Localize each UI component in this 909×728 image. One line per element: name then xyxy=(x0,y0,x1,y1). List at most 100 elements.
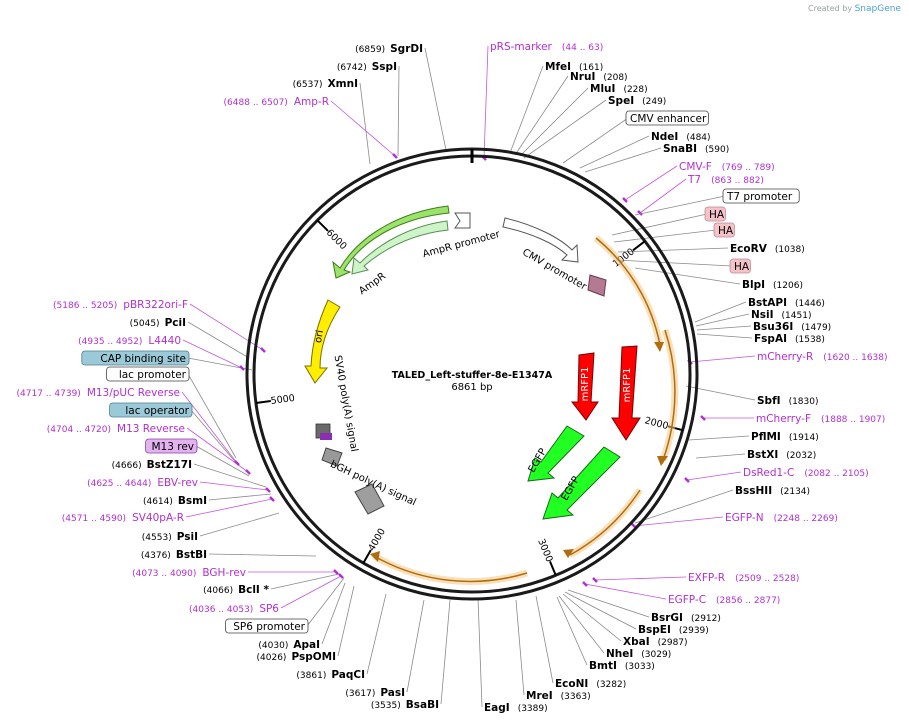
feature-label-cmv-promoter: CMV promoter xyxy=(520,247,589,293)
site-box xyxy=(713,222,735,238)
site-box xyxy=(729,258,751,274)
site-label: MfeI (161) xyxy=(545,61,603,73)
site-name: XbaI xyxy=(623,636,650,648)
site-name: DsRed1-C xyxy=(743,467,794,479)
site-box xyxy=(625,110,709,126)
site-exfp-r: EXFP-R(2509 .. 2528) xyxy=(688,572,799,584)
primer-mark xyxy=(700,415,706,421)
primer-mark xyxy=(234,460,240,466)
site-label: (4625 .. 4644)EBV-rev xyxy=(87,477,198,489)
site-label: (6537) XmnI xyxy=(293,78,358,90)
feature-label-ori: ori xyxy=(313,329,326,344)
leader-line xyxy=(195,445,250,477)
primer-mark xyxy=(582,581,588,587)
site-m13-rev: M13 rev xyxy=(145,438,198,454)
site-name: pRS-marker xyxy=(490,41,553,53)
site-label: HA xyxy=(734,261,750,273)
site-position: (4376) xyxy=(141,551,171,561)
site-position: (228) xyxy=(623,85,647,95)
site-label: EagI(3389) xyxy=(484,702,548,714)
site-name: BssHII xyxy=(735,485,772,497)
leader-line xyxy=(187,321,250,359)
site-name: BGH-rev xyxy=(202,567,246,579)
leader-line xyxy=(199,512,280,537)
site-label: FspAI(1538) xyxy=(754,333,825,345)
site-bsshii: BssHII(2134) xyxy=(735,485,810,497)
site-label: NsiI(1451) xyxy=(751,309,811,321)
site-amp-r: (6488 .. 6507)Amp-R xyxy=(224,96,329,108)
snapgene-logo: SnapGene xyxy=(854,4,901,14)
site-position: (3861) xyxy=(296,671,326,681)
site-name: MfeI xyxy=(545,61,571,73)
site-dsred1-c: DsRed1-C(2082 .. 2105) xyxy=(743,467,869,479)
site-label: lac operator xyxy=(125,405,189,417)
site-l4440: (4935 .. 4952)L4440 xyxy=(78,335,181,347)
site-name: NheI xyxy=(606,648,633,660)
site-pasi: (3617)PasI xyxy=(345,687,405,699)
site-label: SbfI(1830) xyxy=(757,395,819,407)
site-mlui: MluI(228) xyxy=(590,83,648,95)
site-label: (6488 .. 6507)Amp-R xyxy=(224,96,329,108)
site-lac-operator: lac operator xyxy=(109,402,193,418)
site-name: BstZ17I xyxy=(147,459,192,471)
site-m13-puc-reverse: (4717 .. 4739)M13/pUC Reverse xyxy=(17,387,180,399)
site-bcli: (4066)BclI * xyxy=(203,584,269,596)
site-position: (4073 .. 4090) xyxy=(132,569,196,579)
site-name: XmnI xyxy=(328,78,358,90)
site-egfp-c: EGFP-C (2856 .. 2877) xyxy=(668,594,780,606)
site-mcherry-f: mCherry-F(1888 .. 1907) xyxy=(756,413,885,425)
primer-mark xyxy=(265,487,271,493)
site-position: (6537) xyxy=(293,80,323,90)
tick-mark xyxy=(632,240,646,252)
site-position: (249) xyxy=(642,97,666,107)
site-position: (1830) xyxy=(789,397,819,407)
leader-line xyxy=(199,481,269,491)
leader-line xyxy=(562,117,629,164)
leader-line xyxy=(366,593,387,675)
leader-line xyxy=(514,75,569,156)
site-position: (3029) xyxy=(641,650,671,660)
site-cap-binding-site: CAP binding site xyxy=(81,350,190,366)
leader-line xyxy=(535,595,554,684)
feature-label-mrfp1: mRFP1 xyxy=(580,367,591,402)
leader-line xyxy=(359,82,371,165)
primer-mark xyxy=(269,496,275,502)
site-label: (6742) SspI xyxy=(337,61,397,73)
site-position: (2032) xyxy=(786,451,816,461)
tick-mark xyxy=(549,561,557,576)
site-position: (4614) xyxy=(143,497,173,507)
site-bsrgi: BsrGI(2912) xyxy=(651,612,721,624)
site-name: EGFP-C xyxy=(668,594,706,606)
site-lac-promoter: lac promoter xyxy=(106,366,190,382)
site-box xyxy=(106,366,190,382)
site-label: XbaI(2987) xyxy=(623,636,688,648)
site-position: (44 .. 63) xyxy=(562,43,603,53)
leader-line xyxy=(397,65,400,157)
site-nrui: NruI(208) xyxy=(570,71,628,83)
site-name: SspI xyxy=(372,61,397,73)
site-name: PaqCI xyxy=(331,669,365,681)
site-name: M13 Reverse xyxy=(117,423,185,435)
site-position: (161) xyxy=(579,63,603,73)
leader-line xyxy=(519,87,589,157)
site-position: (6742) xyxy=(337,63,367,73)
leader-line xyxy=(515,599,525,696)
site-label: (4614)BsmI xyxy=(143,495,207,507)
site-position: (4066) xyxy=(203,586,233,596)
site-label: (4666)BstZ17I xyxy=(112,459,192,471)
site-name: PflMI xyxy=(751,431,781,443)
site-label: (4030)ApaI xyxy=(258,639,320,651)
site-name: SV40pA-R xyxy=(132,512,184,524)
feature-label-ampr: AmpR xyxy=(357,271,388,297)
site-position: (2856 .. 2877) xyxy=(716,596,780,606)
leader-line xyxy=(440,599,451,705)
site-position: (4036 .. 4053) xyxy=(189,605,253,615)
leader-line xyxy=(615,259,733,267)
site-label: EGFP-N(2248 .. 2269) xyxy=(725,512,838,524)
leader-line xyxy=(611,213,708,236)
site-label: CMV-F(769 .. 789) xyxy=(679,161,775,173)
tick-mark xyxy=(255,400,271,405)
leader-line xyxy=(321,582,346,645)
leader-line xyxy=(182,339,243,369)
leader-line xyxy=(579,135,650,169)
